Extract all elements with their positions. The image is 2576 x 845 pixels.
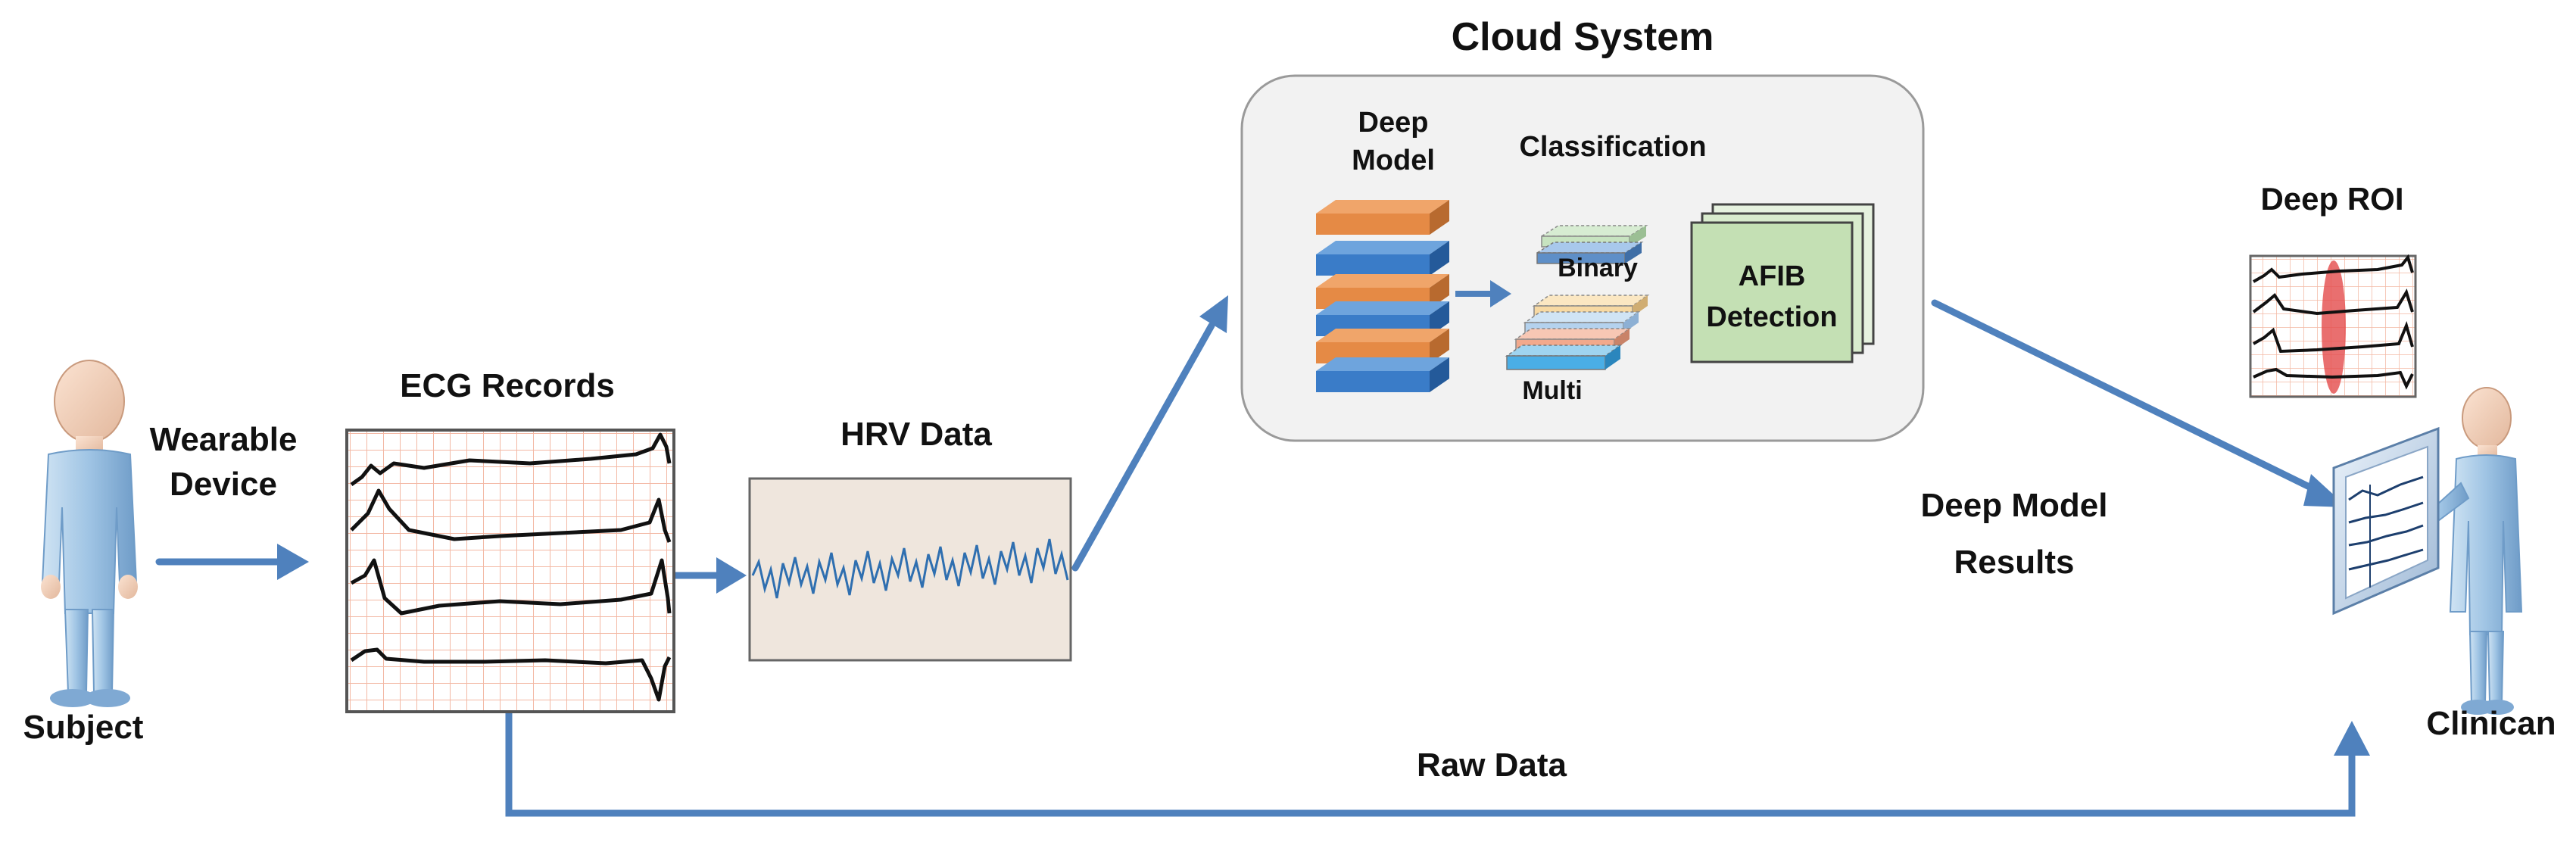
arrow-cloud-to-clinician (1931, 299, 2321, 494)
multi-slabs (1505, 295, 1650, 370)
deep-model-results-label-line1: Deep Model (1920, 487, 2108, 524)
hrv-data-label: HRV Data (840, 416, 992, 453)
deep-model-results-label-line2: Results (1954, 543, 2075, 581)
arrow-raw-data (505, 709, 2356, 817)
arrow-hrv-to-cloud (1071, 322, 1215, 572)
classification-label: Classification (1519, 131, 1707, 163)
deep-model-results-label: Deep Model Results (1878, 486, 2150, 583)
ecg-traces (350, 432, 672, 702)
hrv-data-panel (748, 477, 1072, 662)
deep-roi-label: Deep ROI (2260, 181, 2404, 217)
person-icon (41, 360, 138, 707)
raw-data-label: Raw Data (1416, 747, 1567, 784)
wearable-device-label-line2: Device (170, 465, 277, 503)
internal-arrow (1455, 280, 1511, 307)
afib-detection-label-line1: AFIB (1738, 260, 1806, 292)
wearable-device-label: Wearable Device (148, 420, 299, 505)
binary-label: Binary (1558, 254, 1638, 282)
person-icon (2409, 387, 2523, 715)
afib-detection-label: AFIB Detection (1692, 259, 1852, 335)
clinician-label: Clinican (2426, 705, 2556, 742)
afib-detection-box (1690, 203, 1875, 363)
deep-model-label: Deep Model (1318, 106, 1469, 178)
deep-model-layer-stack (1316, 200, 1449, 392)
binary-slabs (1535, 225, 1648, 264)
monitor-icon (2332, 426, 2440, 616)
deep-model-label-line1: Deep (1358, 107, 1429, 139)
cloud-system-label: Cloud System (1451, 15, 1714, 59)
afib-detection-label-line2: Detection (1706, 301, 1838, 333)
deep-model-label-line2: Model (1352, 144, 1435, 176)
ecg-records-panel (345, 429, 675, 713)
deep-roi-panel (2249, 254, 2417, 398)
ecg-records-label: ECG Records (400, 367, 615, 404)
multi-label: Multi (1522, 376, 1583, 405)
roi-highlight (2322, 260, 2346, 394)
wearable-device-label-line1: Wearable (149, 421, 298, 458)
hrv-signal (751, 538, 1069, 599)
flow-arrows (155, 299, 2356, 817)
subject-label: Subject (23, 709, 144, 746)
